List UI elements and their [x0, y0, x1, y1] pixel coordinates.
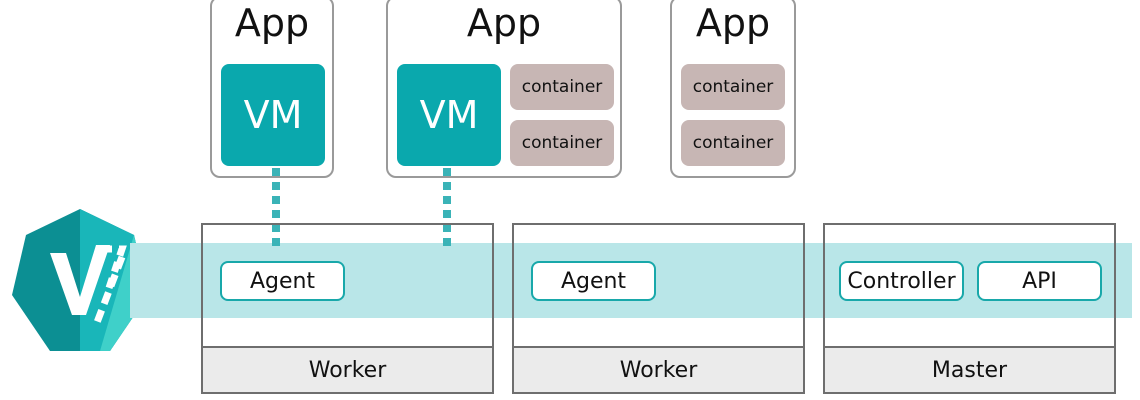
- vm-box: VM: [397, 64, 501, 166]
- agent-component: Agent: [531, 261, 656, 301]
- controller-component: Controller: [839, 261, 964, 301]
- worker-node-2: Agent Worker: [512, 223, 805, 394]
- app-box-3: App container container: [670, 0, 796, 178]
- app-title: App: [695, 1, 771, 45]
- app-box-2: App VM container container: [386, 0, 622, 178]
- app-title: App: [234, 1, 310, 45]
- node-label: Master: [825, 346, 1114, 392]
- app-box-1: App VM: [210, 0, 334, 178]
- agent-component: Agent: [220, 261, 345, 301]
- master-node: Controller API Master: [823, 223, 1116, 394]
- container-box: container: [681, 64, 785, 110]
- kubevirt-logo-icon: [10, 205, 150, 355]
- vm-agent-connector: [443, 168, 451, 246]
- container-box: container: [510, 120, 614, 166]
- vm-box: VM: [221, 64, 325, 166]
- api-component: API: [977, 261, 1102, 301]
- worker-node-1: Agent Worker: [201, 223, 494, 394]
- node-label: Worker: [203, 346, 492, 392]
- node-label: Worker: [514, 346, 803, 392]
- app-title: App: [466, 1, 542, 45]
- vm-agent-connector: [272, 168, 280, 246]
- container-box: container: [681, 120, 785, 166]
- container-box: container: [510, 64, 614, 110]
